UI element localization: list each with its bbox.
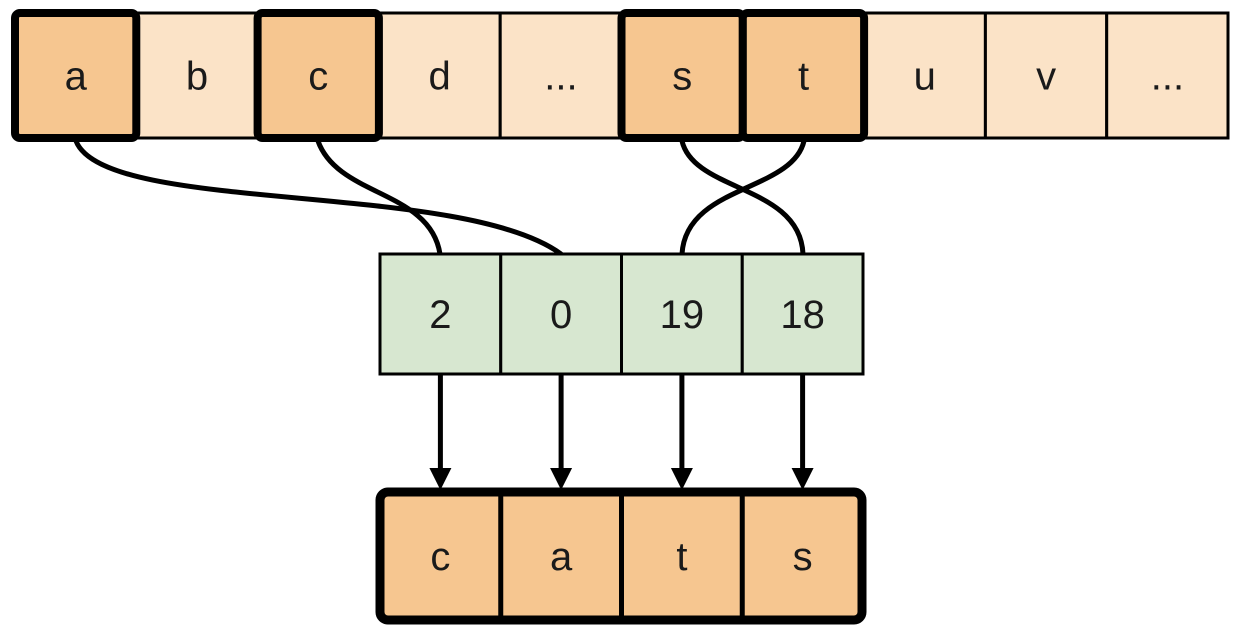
alphabet-cell-a-highlighted bbox=[11, 9, 141, 142]
alphabet-cell-ellipsis-2 bbox=[1105, 11, 1230, 140]
alphabet-cell-t-highlighted bbox=[738, 9, 869, 142]
output-letter-c: c bbox=[430, 535, 450, 579]
alphabet-label-c: c bbox=[308, 55, 328, 99]
alphabet-label-t: t bbox=[798, 55, 809, 99]
alphabet-cell-ellipsis-1 bbox=[498, 11, 624, 140]
curve-t-to-index19 bbox=[679, 138, 807, 257]
output-letter-s: s bbox=[793, 535, 813, 579]
alphabet-label-ellipsis-2: ... bbox=[1151, 55, 1184, 99]
curve-s-to-index18 bbox=[679, 138, 806, 257]
arrow-head-1 bbox=[429, 468, 452, 490]
arrow-head-4 bbox=[791, 468, 814, 490]
output-letter-t: t bbox=[676, 535, 687, 579]
alphabet-label-d: d bbox=[428, 55, 450, 99]
alphabet-label-b: b bbox=[186, 55, 208, 99]
index-value-18: 18 bbox=[780, 293, 825, 337]
alphabet-array: a b c d ... s t u v ... bbox=[11, 9, 1230, 142]
index-cell-18 bbox=[740, 252, 865, 376]
index-cell-19 bbox=[620, 252, 744, 376]
alphabet-cell-v bbox=[983, 11, 1109, 140]
arrow-head-3 bbox=[670, 468, 693, 490]
alphabet-cell-d bbox=[377, 11, 502, 140]
arrow-head-2 bbox=[550, 468, 573, 490]
index-value-19: 19 bbox=[660, 293, 705, 337]
letter-to-index-curves bbox=[73, 138, 807, 257]
alphabet-label-u: u bbox=[914, 55, 936, 99]
index-array: 2 0 19 18 bbox=[378, 252, 865, 376]
alphabet-cell-c-highlighted bbox=[253, 9, 383, 142]
index-value-2: 2 bbox=[429, 293, 451, 337]
output-letter-a: a bbox=[550, 535, 573, 579]
index-value-0: 0 bbox=[550, 293, 572, 337]
curve-c-to-index2 bbox=[315, 138, 443, 257]
index-to-output-arrows bbox=[429, 375, 814, 490]
alphabet-label-v: v bbox=[1036, 55, 1056, 99]
output-array: c a t s bbox=[375, 487, 867, 625]
curve-a-to-index0 bbox=[73, 138, 564, 257]
alphabet-label-a: a bbox=[65, 55, 88, 99]
alphabet-label-s: s bbox=[672, 55, 692, 99]
alphabet-label-ellipsis-1: ... bbox=[544, 55, 577, 99]
index-cell-2 bbox=[378, 252, 503, 376]
